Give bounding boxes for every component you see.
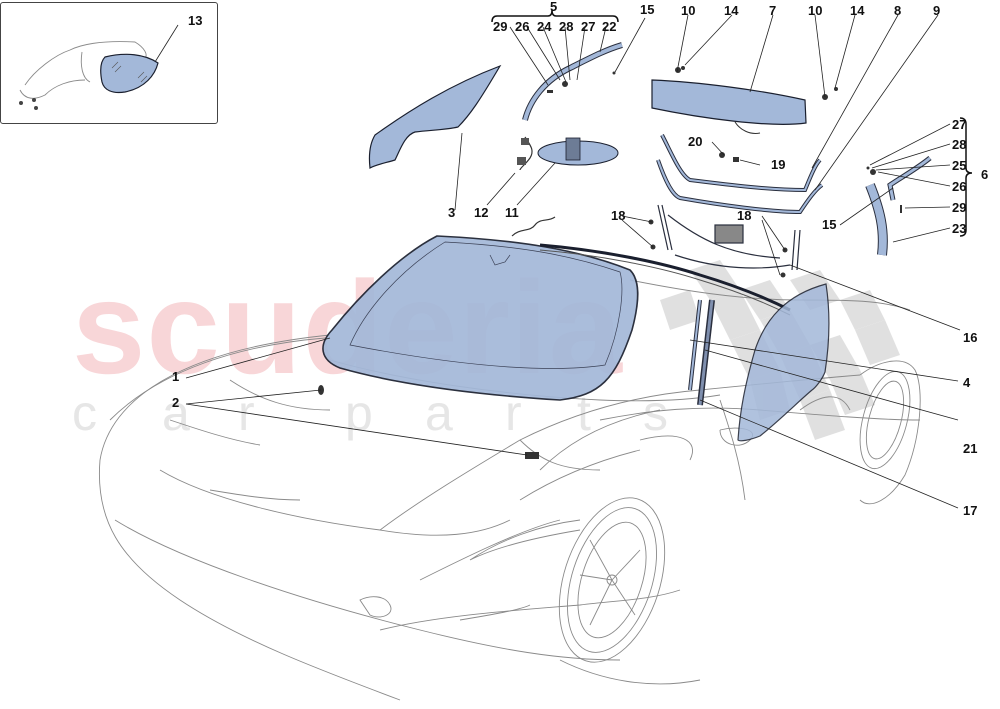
callout-28-group5[interactable]: 28 <box>559 19 574 34</box>
watermark-letter: c <box>72 385 97 441</box>
callout-7[interactable]: 7 <box>769 3 777 18</box>
callout-3[interactable]: 3 <box>448 205 456 220</box>
callout-2[interactable]: 2 <box>172 395 180 410</box>
callout-10-left[interactable]: 10 <box>681 3 696 18</box>
rear-window <box>651 79 807 125</box>
callout-29-group6[interactable]: 29 <box>952 200 967 215</box>
callout-18-left[interactable]: 18 <box>611 208 626 223</box>
watermark-letter: a <box>425 385 453 441</box>
callout-12[interactable]: 12 <box>474 205 489 220</box>
callout-17[interactable]: 17 <box>963 503 978 518</box>
group-6-bracket <box>959 117 973 237</box>
callout-19[interactable]: 19 <box>771 157 786 172</box>
callout-24[interactable]: 24 <box>537 19 552 34</box>
callout-27-group5[interactable]: 27 <box>581 19 596 34</box>
callout-8[interactable]: 8 <box>894 3 902 18</box>
callout-25[interactable]: 25 <box>952 158 967 173</box>
callout-27-group6[interactable]: 27 <box>952 117 967 132</box>
callout-1[interactable]: 1 <box>172 369 180 384</box>
callout-6[interactable]: 6 <box>981 167 989 182</box>
callout-15-top[interactable]: 15 <box>640 2 655 17</box>
door-glass-left <box>368 64 502 169</box>
mirror-glass <box>100 53 159 94</box>
callout-10-right[interactable]: 10 <box>808 3 823 18</box>
car-outline <box>98 279 921 701</box>
callout-26-group6[interactable]: 26 <box>952 179 967 194</box>
callout-22[interactable]: 22 <box>602 19 617 34</box>
exterior-mirror-inset[interactable] <box>0 2 218 124</box>
watermark-letter: t <box>577 385 591 441</box>
callout-18-right[interactable]: 18 <box>737 208 752 223</box>
group-5-bracket <box>491 9 619 23</box>
callout-23[interactable]: 23 <box>952 221 967 236</box>
callout-21[interactable]: 21 <box>963 441 978 456</box>
callout-5[interactable]: 5 <box>550 0 558 14</box>
watermark-letter: r <box>505 385 522 441</box>
callout-28-group6[interactable]: 28 <box>952 137 967 152</box>
callout-29-group5[interactable]: 29 <box>493 19 508 34</box>
callout-16[interactable]: 16 <box>963 330 978 345</box>
callout-14-left[interactable]: 14 <box>724 3 739 18</box>
watermark-letter: a <box>162 385 190 441</box>
exterior-mirror-artwork <box>19 41 159 110</box>
door-glass-right <box>737 283 830 442</box>
callout-26-group5[interactable]: 26 <box>515 19 530 34</box>
windscreen-glass <box>322 235 639 401</box>
callout-13[interactable]: 13 <box>188 13 203 28</box>
callout-9[interactable]: 9 <box>933 3 941 18</box>
callout-15-right[interactable]: 15 <box>822 217 837 232</box>
leader-lines <box>154 14 961 509</box>
callout-14-right[interactable]: 14 <box>850 3 865 18</box>
callout-20[interactable]: 20 <box>688 134 703 149</box>
callout-4[interactable]: 4 <box>963 375 971 390</box>
callout-11[interactable]: 11 <box>505 205 519 220</box>
